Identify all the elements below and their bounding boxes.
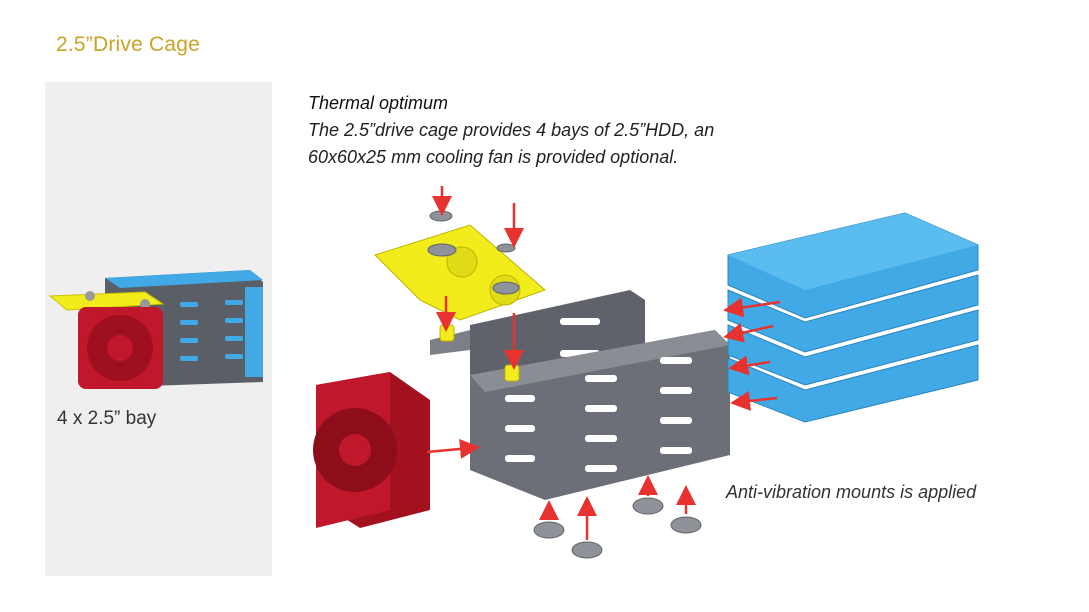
bay-count-label: 4 x 2.5” bay — [57, 408, 157, 429]
cooling-fan — [313, 372, 430, 528]
slide-title: 2.5”Drive Cage — [56, 33, 201, 56]
feature-text-line-2: 60x60x25 mm cooling fan is provided opti… — [308, 147, 679, 167]
feature-description: Thermal optimum The 2.5”drive cage provi… — [308, 90, 714, 171]
assembled-cage-illustration — [48, 270, 263, 389]
yellow-bracket — [374, 224, 546, 382]
assembled-preview-panel: 4 x 2.5” bay — [45, 82, 272, 576]
feature-heading: Thermal optimum — [308, 93, 449, 113]
assembly-arrows — [426, 186, 781, 540]
anti-vibration-mounts — [533, 497, 702, 559]
mounts-note: Anti-vibration mounts is applied — [726, 482, 977, 502]
hdd-stack — [727, 212, 979, 423]
cage-front-plate — [430, 330, 730, 500]
feature-text-line-1: The 2.5”drive cage provides 4 bays of 2.… — [308, 120, 715, 140]
